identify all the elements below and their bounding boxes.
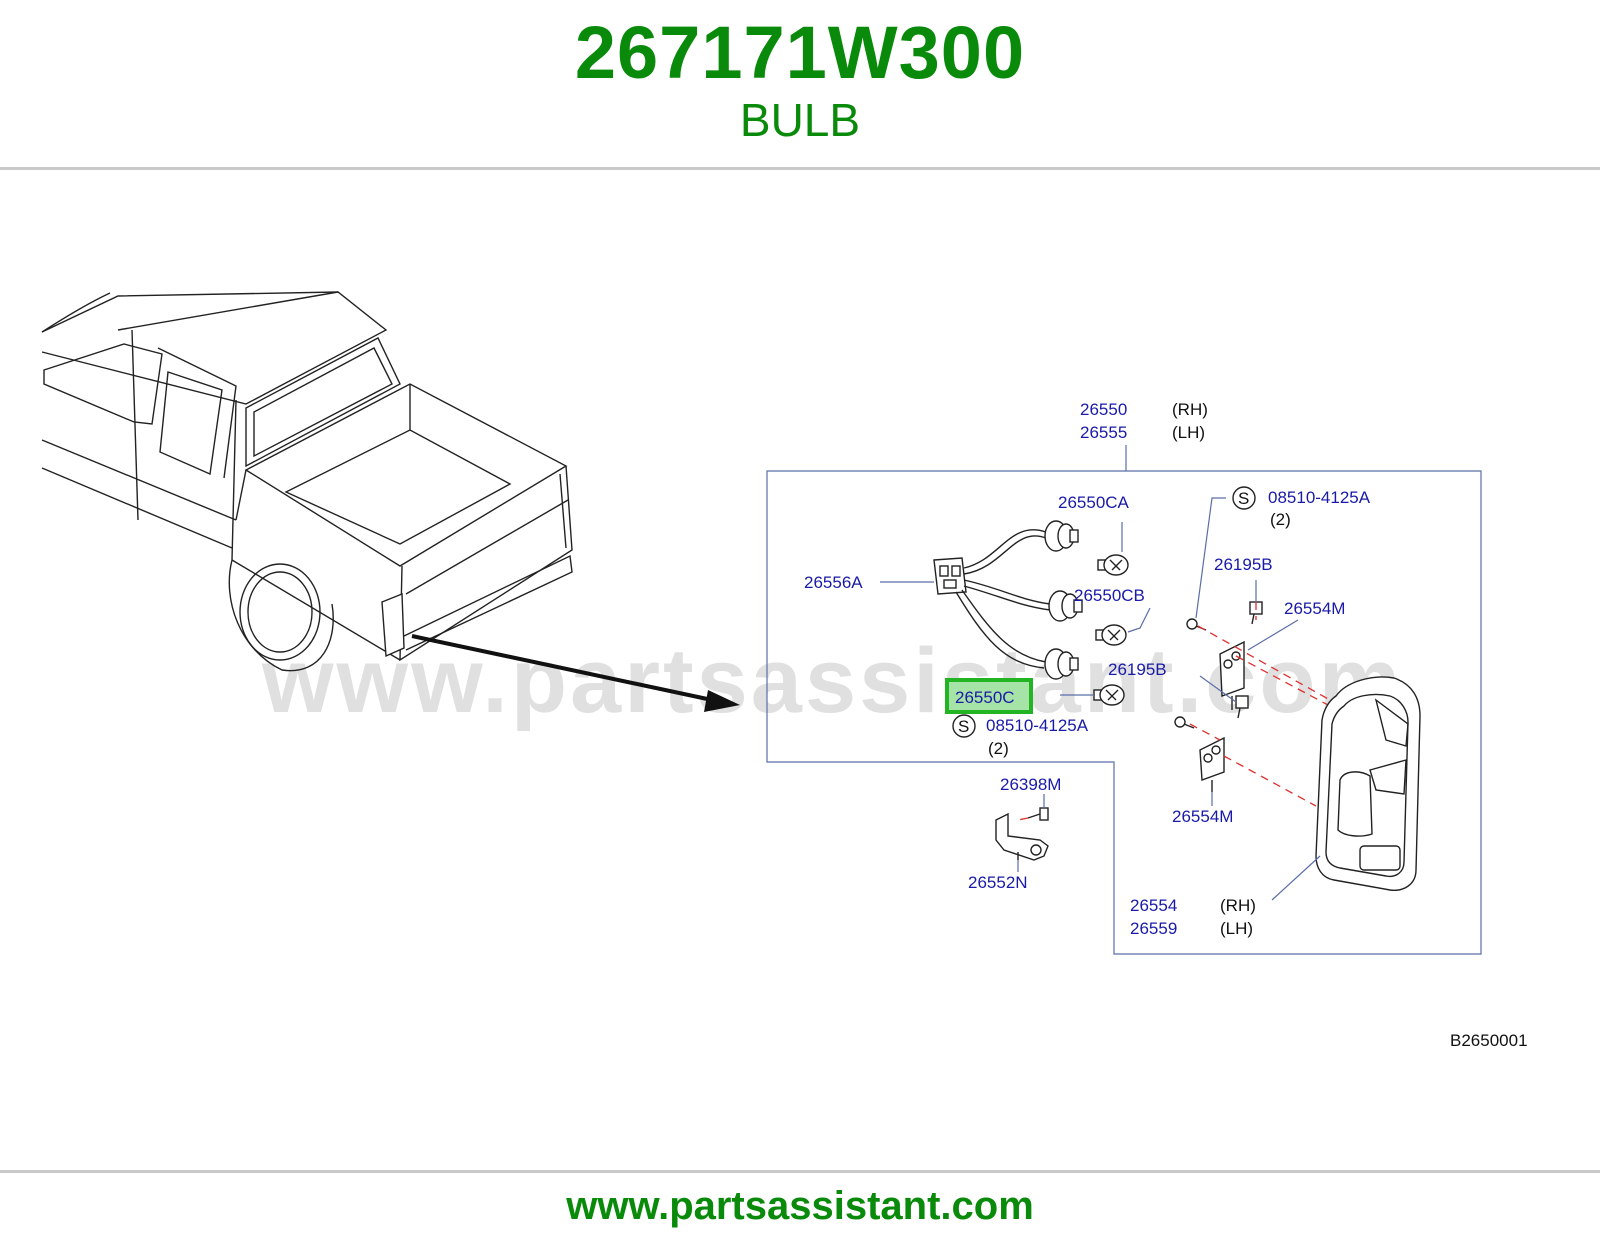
socket-upper (1044, 520, 1079, 552)
callout-26554m-bottom: 26554M (1172, 807, 1233, 826)
callout-rh-top: (RH) (1172, 400, 1208, 419)
callout-26552n: 26552N (968, 873, 1028, 892)
bracket-lower (1199, 736, 1225, 792)
socket-lower (1044, 648, 1079, 680)
highlighted-part[interactable]: 26550C (945, 678, 1033, 714)
socket-middle (1048, 590, 1083, 622)
small-screw (1017, 807, 1049, 821)
callout-26554: 26554 (1130, 896, 1177, 915)
part-name: BULB (739, 94, 861, 146)
callout-26555: 26555 (1080, 423, 1127, 442)
holder-bracket (995, 812, 1049, 861)
detail-frame (766, 470, 1482, 955)
bracket-upper (1219, 640, 1245, 710)
truck-illustration (41, 291, 573, 672)
callout-lh-top: (LH) (1172, 423, 1205, 442)
callout-08510-bottom-qty: (2) (988, 739, 1009, 758)
footer-divider (0, 1170, 1600, 1173)
callout-26559: 26559 (1130, 919, 1177, 938)
part-number: 267171W300 (574, 11, 1026, 94)
callout-26195b-mid: 26195B (1108, 660, 1167, 679)
callout-26556a: 26556A (804, 573, 863, 592)
callout-08510-bottom: 08510-4125A (986, 716, 1089, 735)
callout-08510-top-qty: (2) (1270, 510, 1291, 529)
callout-lh-bottom: (LH) (1220, 919, 1253, 938)
callout-26195b-top: 26195B (1214, 555, 1273, 574)
bulb-middle (1095, 624, 1127, 646)
s-mark-bottom-text: S (958, 717, 969, 736)
callout-26550c: 26550C (955, 688, 1015, 707)
callout-26398m: 26398M (1000, 775, 1061, 794)
footer-website[interactable]: www.partsassistant.com (566, 1184, 1034, 1228)
callout-26550: 26550 (1080, 400, 1127, 419)
detail-pointer-arrow (411, 634, 740, 712)
screw-lower (1174, 716, 1195, 729)
callout-26550cb: 26550CB (1074, 586, 1145, 605)
watermark: www.partsassistant.com (261, 630, 1403, 732)
bulb-upper (1097, 554, 1129, 576)
s-mark-top-text: S (1238, 489, 1249, 508)
harness-connector (933, 529, 1051, 669)
s-mark-bottom (952, 714, 976, 738)
tail-lamp-lens (1315, 676, 1421, 891)
header-divider (0, 167, 1600, 170)
callout-26554m-top: 26554M (1284, 599, 1345, 618)
header: 267171W300 BULB (0, 0, 1600, 168)
parts-diagram: www.partsassistant.com (41, 291, 1528, 1050)
s-mark-top (1232, 486, 1256, 510)
callout-26550ca: 26550CA (1058, 493, 1130, 512)
diagram-code: B2650001 (1450, 1031, 1528, 1050)
callout-08510-top: 08510-4125A (1268, 488, 1371, 507)
callout-rh-bottom: (RH) (1220, 896, 1256, 915)
